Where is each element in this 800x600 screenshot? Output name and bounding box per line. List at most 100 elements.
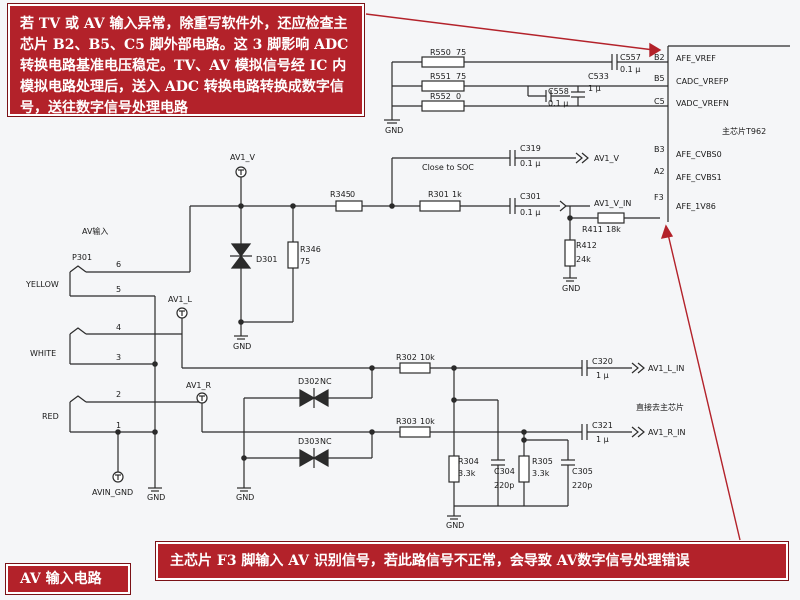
- value-c320: 1 μ: [596, 371, 609, 380]
- label-close-to-soc: Close to SOC: [422, 163, 474, 172]
- net-av1-r: AV1_R: [186, 381, 212, 390]
- chip-pin-name-b2: AFE_VREF: [676, 54, 716, 63]
- net-avin-gnd: AVIN_GND: [92, 488, 133, 497]
- resistor-R301: [419, 200, 461, 212]
- junction: [521, 437, 527, 443]
- resistor-R551: [421, 80, 465, 92]
- value-r345: 0: [350, 190, 355, 199]
- jack-yellow: [69, 265, 87, 273]
- value-c304: 220p: [494, 481, 514, 490]
- value-c321: 1 μ: [596, 435, 609, 444]
- value-r301: 1k: [452, 190, 462, 199]
- jack-label-white: WHITE: [30, 349, 56, 358]
- label-gnd-connector: GND: [147, 493, 165, 502]
- arrow-av1-r-in: [631, 426, 639, 438]
- label-p301: P301: [72, 253, 92, 262]
- chip-pin-f3: F3: [654, 193, 664, 202]
- junction: [567, 215, 573, 221]
- label-r552: R552: [430, 92, 451, 101]
- label-c305: C305: [572, 467, 593, 476]
- pin-4: 4: [116, 323, 121, 332]
- arrow-av1-v: [575, 152, 583, 164]
- resistor-R303: [399, 426, 431, 438]
- pin-6: 6: [116, 260, 121, 269]
- chip-label: 主芯片T962: [722, 126, 766, 136]
- net-av1-r-in: AV1_R_IN: [648, 428, 685, 437]
- label-r346: R346: [300, 245, 321, 254]
- label-r305: R305: [532, 457, 553, 466]
- net-av1-l: AV1_L: [168, 295, 193, 304]
- arrow-av1-l-in: [631, 362, 639, 374]
- label-c304: C304: [494, 467, 515, 476]
- label-r412: R412: [576, 241, 597, 250]
- junction: [152, 429, 158, 435]
- value-r302: 10k: [420, 353, 435, 362]
- value-c533: 1 μ: [588, 84, 601, 93]
- chip-pin-b2: B2: [654, 53, 665, 62]
- note-main-chip: 直接去主芯片: [636, 402, 684, 412]
- value-r305: 3.3k: [532, 469, 550, 478]
- value-r304: 3.3k: [458, 469, 476, 478]
- label-c321: C321: [592, 421, 613, 430]
- label-gnd-filter: GND: [446, 521, 464, 530]
- jack-label-red: RED: [42, 412, 59, 421]
- chip-pin-name-b5: CADC_VREFP: [676, 77, 728, 86]
- chip-pin-a2: A2: [654, 167, 665, 176]
- value-r412: 24k: [576, 255, 591, 264]
- resistor-R411: [597, 212, 625, 224]
- label-c320: C320: [592, 357, 613, 366]
- pin-3: 3: [116, 353, 121, 362]
- label-r345: R345: [330, 190, 351, 199]
- arrow-av1-r-in: [637, 426, 645, 438]
- junction: [521, 429, 527, 435]
- pin-2: 2: [116, 390, 121, 399]
- resistor-R552: [421, 100, 465, 112]
- junction: [152, 361, 158, 367]
- junction: [369, 365, 375, 371]
- label-av-input: AV输入: [82, 226, 108, 236]
- diode-D301: [230, 255, 252, 269]
- resistor-R305: [518, 455, 530, 483]
- value-d302: NC: [320, 377, 332, 386]
- junction: [451, 365, 457, 371]
- label-c557: C557: [620, 53, 641, 62]
- diode-D303: [312, 448, 329, 468]
- resistor-R302: [399, 362, 431, 374]
- label-gnd-top: GND: [385, 126, 403, 135]
- chip-pin-c5: C5: [654, 97, 665, 106]
- chip-pin-name-c5: VADC_VREFN: [676, 99, 729, 108]
- chip-pin-name-f3: AFE_1V86: [676, 202, 716, 211]
- callout-arrow-bottom: [667, 233, 741, 541]
- label-gnd-d303: GND: [236, 493, 254, 502]
- junction: [389, 203, 395, 209]
- resistor-R345: [335, 200, 363, 212]
- net-av1-l-in: AV1_L_IN: [648, 364, 684, 373]
- diode-D303: [299, 448, 316, 468]
- label-gnd-r412: GND: [562, 284, 580, 293]
- label-c533: C533: [588, 72, 609, 81]
- resistor-R346: [287, 241, 299, 269]
- diode-D302: [312, 388, 329, 408]
- junction: [238, 319, 244, 325]
- junction: [369, 429, 375, 435]
- callout-arrowhead-top: [649, 42, 662, 58]
- value-c301: 0.1 μ: [520, 208, 540, 217]
- label-r411: R411: [582, 225, 603, 234]
- jack-white: [69, 327, 87, 335]
- label-r303: R303: [396, 417, 417, 426]
- jack-label-yellow: YELLOW: [25, 280, 59, 289]
- label-d301: D301: [256, 255, 277, 264]
- label-c301: C301: [520, 192, 541, 201]
- pin-1: 1: [116, 421, 121, 430]
- label-r550: R550: [430, 48, 451, 57]
- diode-D301: [230, 243, 252, 257]
- label-r302: R302: [396, 353, 417, 362]
- callout-bottom-note: 主芯片 F3 脚输入 AV 识别信号，若此路信号不正常，会导致 AV数字信号处理…: [156, 542, 788, 580]
- label-r301: R301: [428, 190, 449, 199]
- value-r411: 18k: [606, 225, 621, 234]
- resistor-R412: [564, 239, 576, 267]
- arrow-av1-v-in: [559, 200, 567, 212]
- value-c305: 220p: [572, 481, 592, 490]
- junction: [115, 429, 121, 435]
